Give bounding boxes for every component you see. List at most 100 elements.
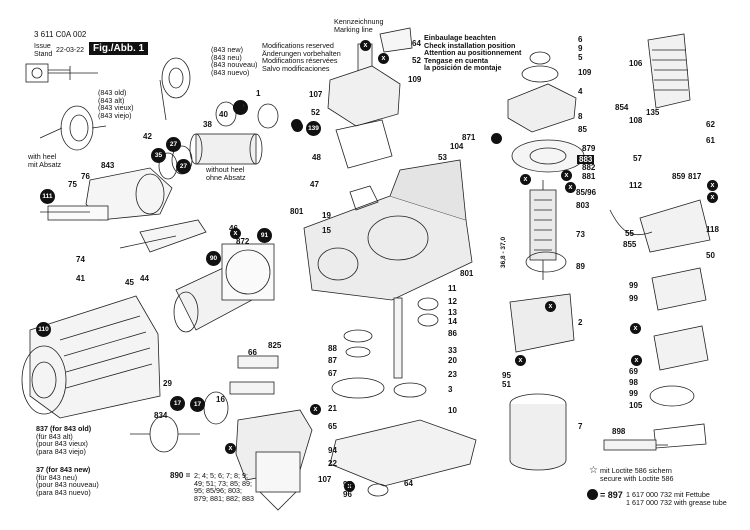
part-callout: 87 bbox=[328, 356, 337, 365]
x-mark-icon: x bbox=[520, 174, 531, 185]
shaft-assembly bbox=[158, 101, 279, 180]
part-callout: 5 bbox=[578, 53, 583, 62]
part-callout: 801 bbox=[290, 207, 304, 216]
part-callout: 882 bbox=[582, 163, 596, 172]
part-callout: 51 bbox=[502, 380, 511, 389]
x-mark-icon: x bbox=[360, 40, 371, 51]
part-callout: 855 bbox=[623, 240, 637, 249]
part-callout: 1 bbox=[256, 89, 261, 98]
grease-dot-icon bbox=[587, 489, 598, 500]
part-callout: 53 bbox=[438, 153, 447, 162]
part-callout: 801 bbox=[460, 269, 474, 278]
side-handle-bracket bbox=[159, 57, 191, 121]
part-callout: 99 bbox=[629, 294, 638, 303]
x-mark-icon: x bbox=[515, 355, 526, 366]
part-callout: 69 bbox=[629, 367, 638, 376]
part-callout: 4 bbox=[578, 87, 583, 96]
part-callout: 52 bbox=[311, 108, 320, 117]
part-callout: 12 bbox=[448, 297, 457, 306]
part-callout: 20 bbox=[448, 356, 457, 365]
end-cap-parts bbox=[649, 267, 709, 449]
fan-guard-part bbox=[511, 139, 585, 173]
part-callout: 85/96 bbox=[576, 188, 597, 197]
part-callout: 118 bbox=[706, 225, 719, 234]
part-callout: 15 bbox=[322, 226, 331, 235]
x-mark-icon: x bbox=[545, 301, 556, 312]
part-callout: 16 bbox=[216, 395, 225, 404]
motor-gear-housing bbox=[235, 409, 313, 511]
part-callout: 98 bbox=[629, 378, 638, 387]
part-837-note: 837 (for 843 old)(für 843 alt) (pour 843… bbox=[36, 424, 92, 456]
x-mark-icon: x bbox=[707, 180, 718, 191]
part-37-note: 37 (for 843 new)(für 843 neu) (pour 843 … bbox=[36, 465, 99, 497]
x-mark-icon: x bbox=[561, 170, 572, 181]
marker-badge: 17 bbox=[170, 396, 185, 411]
part-callout: 6 bbox=[578, 35, 583, 44]
part-callout: 109 bbox=[408, 75, 422, 84]
main-handle-part bbox=[21, 295, 161, 419]
part-callout: 61 bbox=[706, 136, 715, 145]
part-callout: 40 bbox=[219, 110, 228, 119]
x-mark-icon: x bbox=[310, 404, 321, 415]
variant-843-new-top: (843 new)(843 neu) (843 nouveau)(843 nue… bbox=[211, 45, 258, 77]
x-mark-icon: x bbox=[225, 443, 236, 454]
part-callout: 42 bbox=[143, 132, 152, 141]
marker-badge: 139 bbox=[306, 121, 321, 136]
part-callout: 66 bbox=[248, 348, 257, 357]
part-callout: 48 bbox=[312, 153, 321, 162]
grease-dot-icon bbox=[491, 133, 502, 144]
rear-handle-part bbox=[647, 33, 691, 109]
part-callout: 104 bbox=[450, 142, 464, 151]
part-callout: 62 bbox=[706, 120, 715, 129]
grip-sleeve-part bbox=[173, 243, 275, 333]
part-callout: 99 bbox=[629, 281, 638, 290]
part-callout: 107 bbox=[318, 475, 332, 484]
x-mark-icon: x bbox=[631, 355, 642, 366]
part-callout: 57 bbox=[633, 154, 642, 163]
grease-tube-icon bbox=[603, 439, 668, 451]
part-callout: 871 bbox=[462, 133, 476, 142]
gearbox-cap-part bbox=[507, 51, 577, 133]
x-mark-icon: x bbox=[707, 192, 718, 203]
part-callout: 50 bbox=[706, 251, 715, 260]
figure-label: Fig./Abb. 1 bbox=[89, 42, 149, 55]
part-callout: 96 bbox=[343, 490, 352, 499]
part-callout: 47 bbox=[310, 180, 319, 189]
part-callout: 22 bbox=[328, 459, 337, 468]
motor-plug-icon bbox=[25, 63, 98, 83]
part-callout: 19 bbox=[322, 211, 331, 220]
intermediate-shaft-parts bbox=[331, 297, 439, 399]
part-callout: 75 bbox=[68, 180, 77, 189]
part-callout: 76 bbox=[81, 172, 90, 181]
part-callout: 7 bbox=[578, 422, 583, 431]
set-890-label: 890 = bbox=[170, 471, 191, 480]
variant-843-old: (843 old)(843 alt) (843 vieux)(843 viejo… bbox=[98, 88, 134, 120]
part-callout: 11 bbox=[448, 284, 457, 293]
marker-badge: 27 bbox=[176, 159, 191, 174]
part-callout: 2 bbox=[578, 318, 583, 327]
x-mark-icon: x bbox=[230, 228, 241, 239]
part-callout: 879 bbox=[582, 144, 596, 153]
marker-badge: 91 bbox=[257, 228, 272, 243]
part-callout: 46 bbox=[229, 224, 238, 233]
motor-housing-part bbox=[509, 393, 567, 471]
part-callout: 825 bbox=[268, 341, 282, 350]
part-callout: 55 bbox=[625, 229, 634, 238]
part-callout: 89 bbox=[576, 262, 585, 271]
part-callout: 10 bbox=[448, 406, 457, 415]
drive-pin-assembly bbox=[130, 355, 279, 453]
part-callout: 834 bbox=[154, 411, 168, 420]
part-callout: 97 bbox=[343, 480, 352, 489]
dimension-label: 36,8 - 37,0 bbox=[500, 236, 507, 268]
part-callout: 14 bbox=[448, 317, 457, 326]
part-callout: 45 bbox=[125, 278, 134, 287]
